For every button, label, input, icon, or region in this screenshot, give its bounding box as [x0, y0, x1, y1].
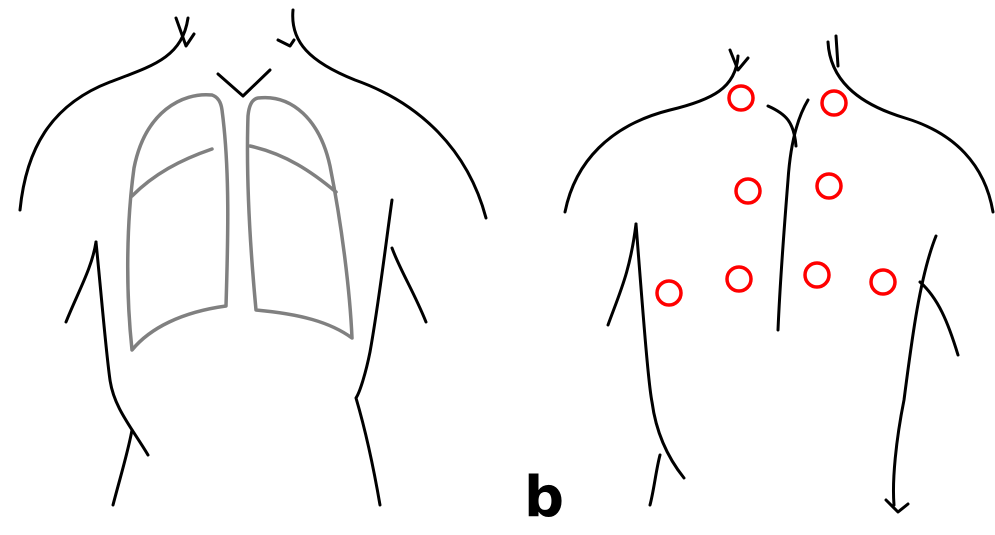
auscultation-point: [729, 86, 753, 110]
right-lung: [247, 98, 352, 338]
left-lung: [128, 95, 228, 350]
auscultation-point: [727, 267, 751, 291]
auscultation-point: [817, 174, 841, 198]
torso-with-auscultation-points: [565, 36, 993, 512]
auscultation-point: [805, 263, 829, 287]
auscultation-point: [657, 281, 681, 305]
right-lung-fissure: [250, 146, 336, 192]
auscultation-point: [822, 91, 846, 115]
panel-label: b: [524, 470, 564, 526]
auscultation-point: [736, 179, 760, 203]
lungs: [128, 95, 352, 350]
auscultation-points: [657, 86, 895, 305]
left-lung-fissure: [132, 149, 212, 196]
auscultation-point: [871, 270, 895, 294]
torso-with-lungs: [20, 10, 486, 505]
torso-outline-right-panel: [565, 36, 993, 512]
